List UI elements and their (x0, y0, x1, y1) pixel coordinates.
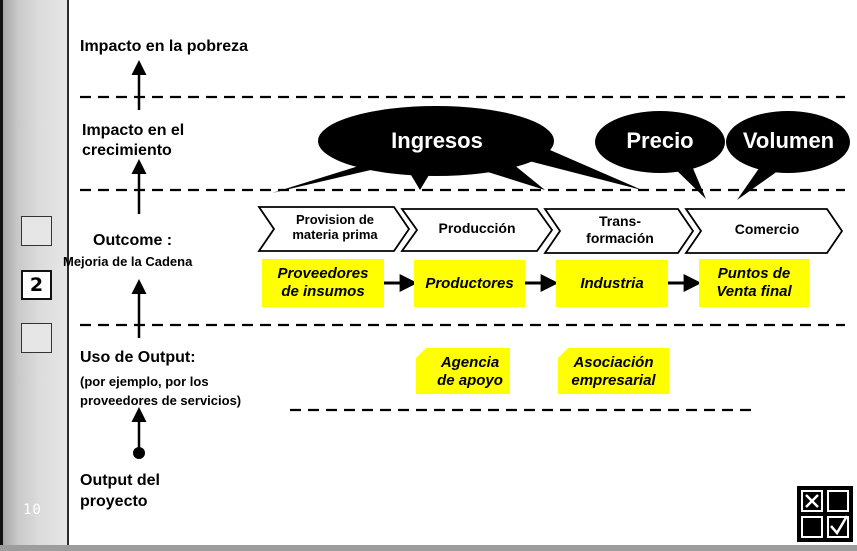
chain-box-puntos-line2: Venta final (716, 283, 792, 300)
level-growth-line1: Impacto en el (82, 122, 185, 139)
sidebar-edge (0, 0, 3, 551)
level-project-output-line1: Output del (80, 472, 160, 489)
chevron-label-1a: Provision de (295, 212, 375, 227)
support-box-agencia (416, 348, 510, 394)
bottom-bar (0, 545, 857, 551)
support-label-agencia-line2: de apoyo (437, 372, 503, 389)
support-label-asociacion-line2: empresarial (571, 372, 656, 389)
cloud-volumen (726, 111, 850, 200)
cloud-precio (595, 111, 725, 199)
level-growth-line2: crecimiento (82, 142, 172, 159)
chevron-label-1b: materia prima (292, 227, 378, 242)
level-use-output-sub1: (por ejemplo, por los (80, 374, 209, 389)
level-use-output: Uso de Output: (80, 349, 196, 366)
project-output-dot (133, 447, 145, 459)
checklist-logo-icon (797, 486, 853, 542)
cloud-label-ingresos: Ingresos (391, 128, 483, 153)
level-use-output-sub2: proveedores de servicios) (80, 393, 242, 408)
chain-box-industria-label: Industria (580, 274, 644, 292)
cloud-label-volumen: Volumen (742, 128, 835, 153)
level-outcome-sub: Mejoria de la Cadena (63, 254, 193, 269)
sidebar-divider (67, 0, 69, 551)
chevron-shape-4 (684, 208, 844, 254)
support-box-asociacion (558, 348, 669, 394)
level-outcome: Outcome : (93, 232, 173, 249)
chevron-label-3a: Trans- (598, 213, 641, 229)
chevron-shape-3 (543, 208, 695, 254)
slide-nav-current[interactable]: 2 (21, 270, 52, 300)
chain-box-industria: Industria (556, 260, 668, 307)
chevron-label-2: Producción (438, 220, 516, 236)
support-label-agencia-line1: Agencia (440, 354, 500, 371)
cloud-ingresos (272, 106, 642, 193)
slide-nav-next[interactable] (21, 323, 52, 353)
level-poverty: Impacto en la pobreza (80, 38, 249, 55)
support-label-asociacion-line1: Asociación (573, 354, 654, 371)
chevron-shape-1 (257, 206, 411, 252)
chevron-shape-2 (400, 208, 554, 252)
page-number: 10 (23, 502, 42, 518)
chevron-label-4: Comercio (734, 221, 800, 237)
chain-box-productores: Productores (414, 260, 525, 307)
chain-box-puntos-line1: Puntos de (717, 265, 791, 282)
slide-nav-prev[interactable] (21, 216, 52, 246)
chevron-label-3b: formación (586, 230, 654, 246)
chain-box-proveedores-line1: Proveedores (277, 265, 369, 282)
chain-box-proveedores-line2: de insumos (281, 283, 365, 300)
chain-box-productores-label: Productores (425, 274, 514, 292)
level-project-output-line2: proyecto (80, 493, 148, 510)
cloud-label-precio: Precio (626, 128, 694, 153)
